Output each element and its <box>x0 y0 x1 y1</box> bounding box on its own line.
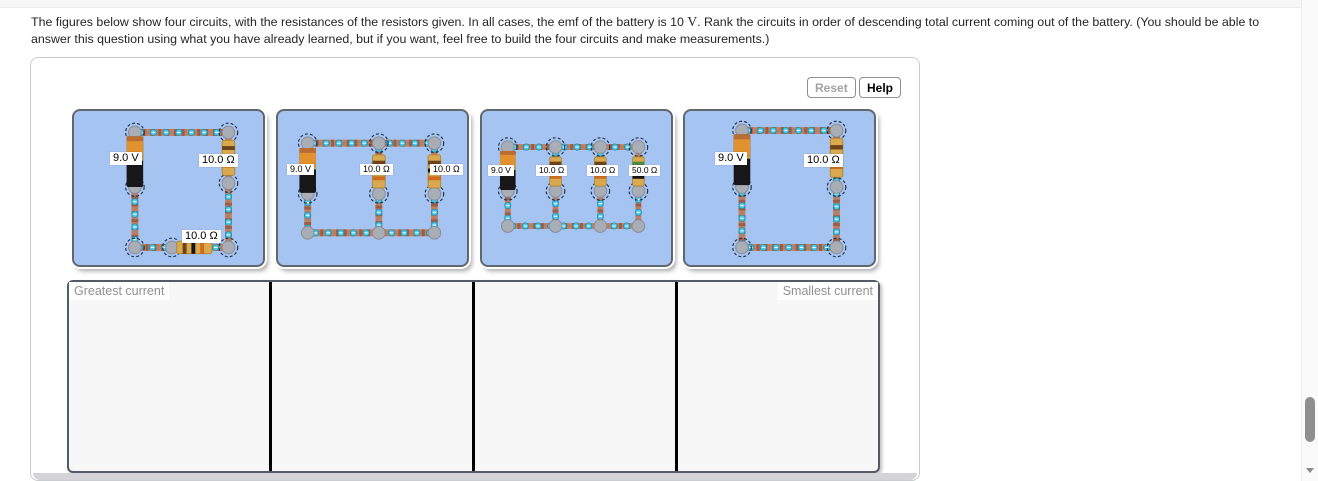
rank-slot-4[interactable]: Smallest current <box>675 282 878 471</box>
greatest-current-label: Greatest current <box>69 282 170 300</box>
resistor-label: 10.0 Ω <box>804 154 843 167</box>
top-divider <box>0 0 1318 8</box>
junctions <box>497 137 649 233</box>
resistor-label: 10.0 Ω <box>360 164 393 175</box>
junctions <box>297 133 445 240</box>
smallest-current-label: Smallest current <box>777 282 878 300</box>
help-button[interactable]: Help <box>859 77 902 98</box>
circuit-1-drawing <box>125 122 239 258</box>
simulation-frame: Reset Help <box>30 57 920 481</box>
emf-unit: V <box>687 14 698 29</box>
circuit-figure-1[interactable]: 9.0 V 10.0 Ω 10.0 Ω <box>72 109 265 267</box>
scrollbar-track[interactable] <box>1301 0 1318 481</box>
battery-label: 9.0 V <box>715 152 747 165</box>
circuit-4-drawing <box>732 120 847 258</box>
resistor-label: 10.0 Ω <box>587 165 619 176</box>
resistor <box>176 240 213 255</box>
applet-bottom-edge <box>33 473 917 480</box>
electrons <box>304 139 438 237</box>
wire <box>738 126 841 251</box>
resistor-label: 10.0 Ω <box>199 154 238 167</box>
rank-slot-2[interactable] <box>269 282 472 471</box>
battery-label: 9.0 V <box>488 165 514 176</box>
resistor-label: 10.0 Ω <box>536 165 568 176</box>
electrons <box>504 143 642 230</box>
resistor-label: 10.0 Ω <box>182 230 221 243</box>
electrons <box>738 126 841 251</box>
scrollbar-thumb[interactable] <box>1305 397 1315 442</box>
rank-slot-3[interactable] <box>472 282 675 471</box>
rank-slot-1[interactable]: Greatest current <box>69 282 269 471</box>
circuit-2-drawing <box>297 133 445 240</box>
circuit-3-drawing <box>497 137 649 233</box>
wire <box>504 143 642 230</box>
question-part1: The figures below show four circuits, wi… <box>31 15 688 29</box>
battery-label: 9.0 V <box>110 152 142 165</box>
battery-label: 9.0 V <box>287 164 315 175</box>
wire <box>304 139 438 237</box>
question-part2: . Rank the circuits in order of descendi… <box>31 15 1260 46</box>
circuit-figure-3[interactable]: 9.0 V 10.0 Ω 10.0 Ω 50.0 Ω <box>480 109 673 267</box>
circuit-figure-4[interactable]: 9.0 V 10.0 Ω <box>683 109 876 267</box>
question-text: The figures below show four circuits, wi… <box>31 13 1281 48</box>
circuit-figure-2[interactable]: 9.0 V 10.0 Ω 10.0 Ω <box>276 109 469 267</box>
reset-button[interactable]: Reset <box>807 77 856 98</box>
resistor-label: 10.0 Ω <box>430 164 463 175</box>
resistor-label: 50.0 Ω <box>629 165 661 176</box>
ranking-area: Greatest current Smallest current <box>67 280 880 473</box>
scroll-down-arrow-icon[interactable] <box>1306 468 1314 473</box>
